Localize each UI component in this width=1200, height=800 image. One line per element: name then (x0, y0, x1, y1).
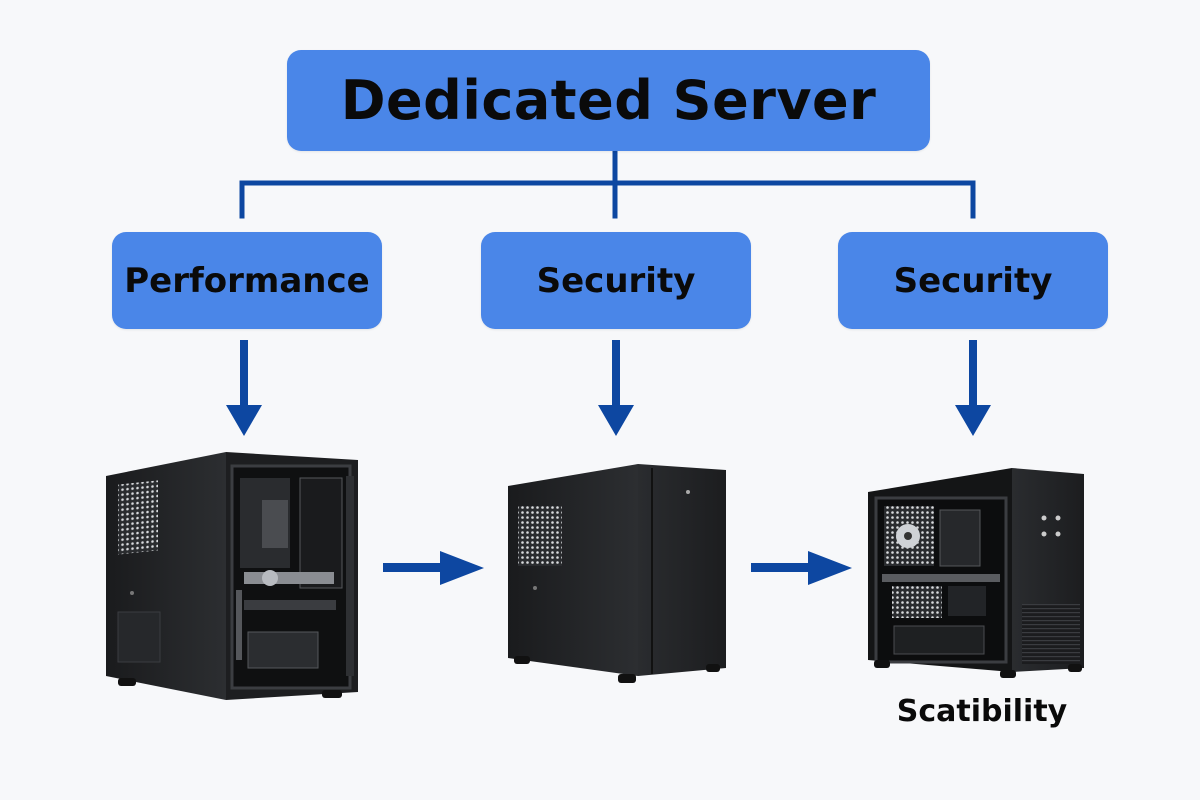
right-arrow-2 (751, 551, 852, 585)
right-arrows (383, 551, 852, 585)
root-node-label: Dedicated Server (340, 69, 877, 132)
child-node-security-2: Security (838, 232, 1108, 329)
child-node-label: Performance (124, 260, 370, 301)
right-arrow-1 (383, 551, 484, 585)
tower-server-case-icon (868, 468, 1084, 678)
tower-server-case-icon (106, 452, 358, 700)
tower-server-case-icon (508, 464, 726, 683)
child-node-security: Security (481, 232, 751, 329)
down-arrow-center (598, 340, 634, 436)
down-arrow-right (955, 340, 991, 436)
server-caption: Scatibility (896, 694, 1068, 729)
down-arrows (226, 340, 991, 436)
down-arrow-left (226, 340, 262, 436)
tree-connectors (239, 148, 976, 219)
root-node-box: Dedicated Server (287, 50, 930, 151)
child-node-label: Security (536, 260, 696, 301)
child-node-label: Security (893, 260, 1053, 301)
child-node-performance: Performance (112, 232, 382, 329)
